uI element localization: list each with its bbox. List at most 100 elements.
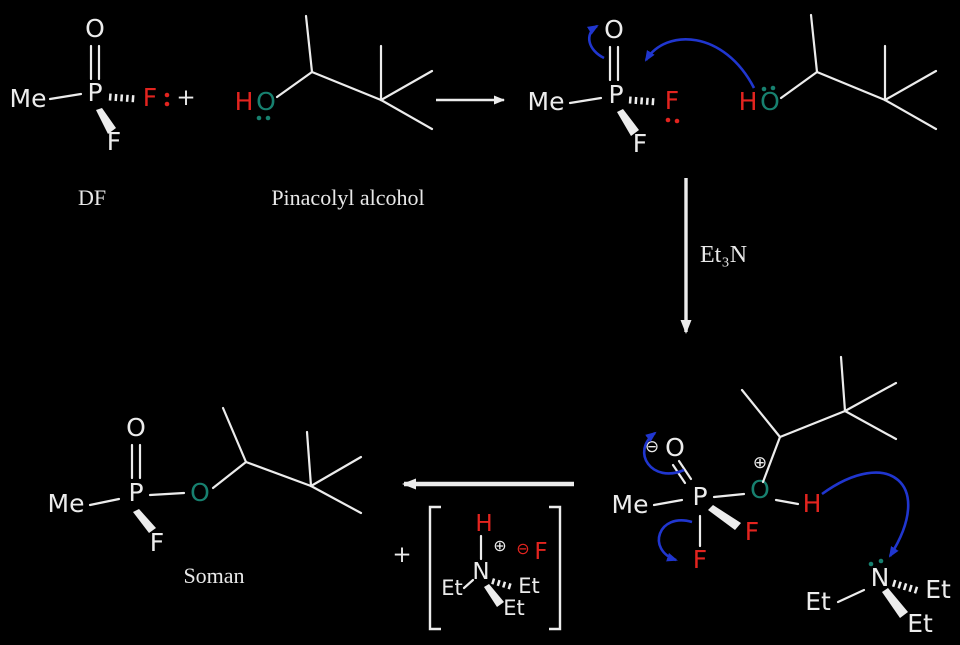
atom-hydroxyl-h: H [235, 87, 254, 116]
atom-ethyl-bottom: Et [907, 609, 933, 638]
bond-n-et-wedge [882, 588, 908, 618]
bond-p-o [712, 492, 746, 499]
atom-phosphorus: P [608, 80, 623, 109]
bond-c2-methyl-downright [883, 98, 938, 131]
bond-c1-c2 [310, 70, 383, 102]
lone-pair-dot [868, 561, 874, 567]
atom-fluorine-axial: F [633, 129, 647, 158]
atom-methyl: Me [48, 489, 85, 518]
bond-c2-methyl-downright [309, 484, 363, 515]
bracket-right [549, 505, 562, 631]
plus-charge: ⊕ [493, 536, 506, 555]
bond-p-o-ester [148, 491, 186, 497]
atom-ethyl-left: Et [441, 576, 463, 600]
structure-df-activated: O P Me F F H O [528, 13, 938, 158]
atom-fluorine: F [150, 528, 164, 557]
atom-ethyl-right: Et [518, 574, 540, 598]
bond-c1-methyl [809, 13, 819, 74]
bond-c1-methyl [304, 14, 314, 74]
curved-arrow-oh-attack-p [644, 38, 756, 89]
label-pinacolyl-alcohol: Pinacolyl alcohol [271, 185, 424, 210]
atom-ethyl-left: Et [805, 587, 831, 616]
structure-ammonium-fluoride-salt: H ⊕ ⊖ F N Et Et Et [428, 505, 562, 631]
atom-phosphorus: P [692, 482, 707, 511]
atom-hydroxyl-o: O [760, 87, 780, 116]
atom-ethyl-bottom: Et [503, 596, 525, 620]
bond-c2-methyl-up [839, 355, 847, 413]
atom-fluorine-wedge: F [745, 517, 759, 546]
bond-n-et-left [836, 588, 866, 604]
minus-charge: ⊖ [516, 539, 529, 558]
structure-pinacolyl-alcohol: H O Pinacolyl alcohol [235, 14, 434, 210]
bond-c1-c2 [815, 70, 887, 102]
curved-arrow-p-o [586, 24, 605, 60]
atom-hydroxyl-h: H [739, 87, 758, 116]
atom-fluorine-axial: F [107, 127, 121, 156]
structure-soman: O P Me F O Soman [48, 406, 363, 588]
bond-c1-methyl [221, 406, 248, 464]
bond-p-f-hashed [108, 93, 138, 103]
atom-ethyl-right: Et [925, 575, 951, 604]
atom-fluorine-leaving: F [693, 545, 707, 574]
bond-c2-methyl-downright [843, 409, 898, 441]
bond-c2-methyl-downright [379, 98, 434, 131]
structure-intermediate: Me P ⊖ O ⊕ O H F F N Et Et Et [612, 355, 951, 638]
atom-ammonium-h: H [475, 511, 492, 537]
bond-c2-methyl-upright [843, 381, 898, 413]
atom-phosphorus: P [87, 78, 102, 107]
bond-p-f-wedge [708, 505, 741, 530]
bond-o-c1 [275, 70, 314, 99]
lone-pair-dot [674, 118, 680, 124]
bond-c1-c2 [778, 409, 847, 439]
bond-p-f-wedge [617, 109, 639, 136]
atom-oxygen: O [126, 413, 146, 442]
atom-oxygen: O [85, 14, 105, 43]
lone-pair-dot [256, 115, 262, 121]
curved-arrow-oh-to-n [821, 471, 910, 558]
lone-pair-dot [164, 92, 170, 98]
structure-df: Me P O F F DF [10, 14, 170, 210]
bond-c2-methyl-upright [379, 69, 434, 102]
atom-ester-o: O [190, 478, 210, 507]
bond-o-h [774, 498, 800, 506]
lone-pair-dot [164, 101, 170, 107]
bond-c1-c2 [244, 460, 313, 488]
atom-oxide-o: O [665, 433, 685, 462]
atom-hydroxyl-o: O [256, 87, 276, 116]
bond-p-f-hashed [628, 96, 658, 106]
bond-me-p [48, 92, 83, 101]
curved-arrow-to-oxide [642, 431, 685, 475]
bond-p-o-double-2 [671, 463, 687, 485]
label-df: DF [78, 185, 106, 210]
atom-phosphorus: P [128, 478, 143, 507]
label-et3n: Et₃N [700, 242, 747, 268]
bond-p-o-double-1 [677, 459, 693, 481]
lone-pair-dot [770, 85, 776, 91]
bond-o-c1 [761, 435, 782, 484]
bond-n-et-hashed [491, 578, 513, 590]
bond-me-p [568, 96, 603, 105]
lone-pair-dot [878, 558, 884, 564]
lone-pair-dot [761, 86, 767, 92]
plus-charge: ⊕ [753, 453, 767, 473]
bond-o-c1 [779, 70, 819, 100]
bond-c1-methyl [740, 388, 782, 439]
bond-c2-methyl-up [305, 430, 313, 488]
bond-me-p [88, 497, 121, 507]
bond-p-f-wedge [133, 509, 156, 533]
bond-n-et-hashed [891, 579, 921, 595]
atom-oxygen: O [604, 15, 624, 44]
plus-sign-reactants: + [176, 85, 195, 111]
bond-me-p [652, 498, 684, 507]
bond-n-et-left [462, 578, 475, 590]
label-soman: Soman [183, 563, 244, 588]
atom-methyl: Me [10, 84, 47, 113]
bond-o-c1 [211, 460, 248, 490]
bond-n-et-wedge [484, 584, 504, 607]
atom-fluorine-equatorial: F [143, 83, 157, 112]
bond-c2-methyl-upright [309, 455, 363, 488]
atom-methyl: Me [528, 87, 565, 116]
bracket-left [428, 505, 441, 631]
plus-sign-products: + [392, 542, 411, 568]
